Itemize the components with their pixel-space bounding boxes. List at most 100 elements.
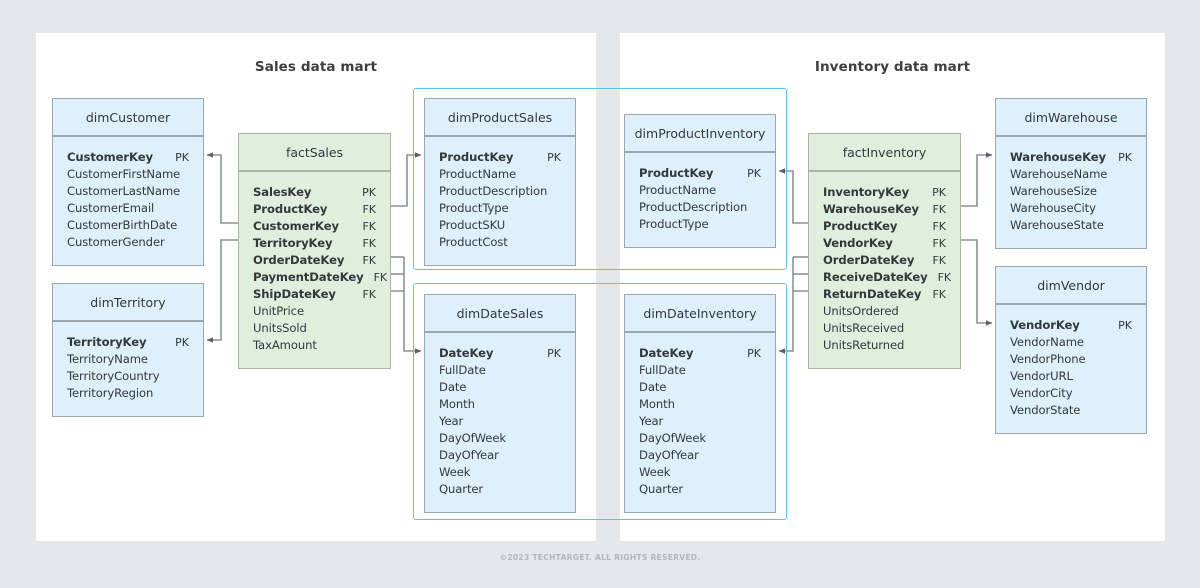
field-key-tag: FK xyxy=(362,254,376,267)
field-name: ReturnDateKey xyxy=(823,287,922,301)
field-key-tag: PK xyxy=(547,347,561,360)
field-name: TerritoryKey xyxy=(253,236,333,250)
table-row: FullDate xyxy=(439,362,561,379)
field-name: OrderDateKey xyxy=(253,253,345,267)
field-name: WarehouseCity xyxy=(1010,201,1096,215)
field-name: ProductType xyxy=(639,217,709,231)
table-row: VendorCity xyxy=(1010,385,1132,402)
table-row: Quarter xyxy=(639,481,761,498)
table-row: Quarter xyxy=(439,481,561,498)
table-title: dimWarehouse xyxy=(996,99,1146,137)
table-row: ProductName xyxy=(639,182,761,199)
table-row: UnitsReceived xyxy=(823,320,946,337)
table-row: CustomerBirthDate xyxy=(67,217,189,234)
field-name: TerritoryRegion xyxy=(67,386,154,400)
field-name: TerritoryCountry xyxy=(67,369,160,383)
field-key-tag: FK xyxy=(932,237,946,250)
field-key-tag: FK xyxy=(932,220,946,233)
table-row: TaxAmount xyxy=(253,337,376,354)
field-name: TerritoryName xyxy=(67,352,148,366)
field-name: FullDate xyxy=(639,363,686,377)
table-row: UnitsReturned xyxy=(823,337,946,354)
table-row: OrderDateKey FK xyxy=(253,252,376,269)
field-key-tag: PK xyxy=(362,186,376,199)
table-row: DayOfYear xyxy=(439,447,561,464)
table-row: VendorURL xyxy=(1010,368,1132,385)
table-row: Month xyxy=(439,396,561,413)
table-row: DayOfYear xyxy=(639,447,761,464)
field-name: VendorCity xyxy=(1010,386,1073,400)
field-name: CustomerBirthDate xyxy=(67,218,178,232)
field-name: Year xyxy=(439,414,464,428)
table-row: Week xyxy=(639,464,761,481)
field-key-tag: FK xyxy=(362,203,376,216)
field-name: CustomerEmail xyxy=(67,201,155,215)
table-title: dimDateSales xyxy=(425,295,575,333)
field-name: DayOfYear xyxy=(439,448,499,462)
field-name: ProductKey xyxy=(639,166,714,180)
field-name: ShipDateKey xyxy=(253,287,336,301)
field-name: Quarter xyxy=(639,482,684,496)
field-key-tag: FK xyxy=(932,254,946,267)
field-name: DateKey xyxy=(639,346,694,360)
table-row: ProductKey PK xyxy=(639,165,761,182)
field-name: ProductName xyxy=(639,183,717,197)
field-name: CustomerFirstName xyxy=(67,167,181,181)
field-name: Year xyxy=(639,414,664,428)
table-row: CustomerEmail xyxy=(67,200,189,217)
table-row: Year xyxy=(439,413,561,430)
table-title: factSales xyxy=(239,134,390,172)
field-name: CustomerGender xyxy=(67,235,165,249)
table-row: WarehouseName xyxy=(1010,166,1132,183)
table-row: Week xyxy=(439,464,561,481)
field-name: Week xyxy=(439,465,471,479)
field-key-tag: PK xyxy=(1118,151,1132,164)
table-row: Year xyxy=(639,413,761,430)
table-row: VendorPhone xyxy=(1010,351,1132,368)
field-key-tag: PK xyxy=(747,167,761,180)
table-row: VendorName xyxy=(1010,334,1132,351)
field-name: OrderDateKey xyxy=(823,253,915,267)
field-name: CustomerKey xyxy=(253,219,339,233)
field-name: Date xyxy=(439,380,467,394)
field-name: Date xyxy=(639,380,667,394)
field-name: WarehouseState xyxy=(1010,218,1104,232)
field-key-tag: FK xyxy=(932,203,946,216)
table-row: UnitPrice xyxy=(253,303,376,320)
sales-mart-title: Sales data mart xyxy=(254,59,378,75)
table-row: OrderDateKey FK xyxy=(823,252,946,269)
field-name: ProductKey xyxy=(439,150,514,164)
field-name: WarehouseSize xyxy=(1010,184,1097,198)
table-row: ProductSKU xyxy=(439,217,561,234)
table-title: dimProductInventory xyxy=(625,115,775,153)
field-name: VendorKey xyxy=(1010,318,1080,332)
field-key-tag: FK xyxy=(373,271,388,284)
field-key-tag: FK xyxy=(362,237,376,250)
field-name: ProductSKU xyxy=(439,218,506,232)
field-name: DayOfYear xyxy=(639,448,699,462)
field-name: Quarter xyxy=(439,482,484,496)
table-row: UnitsSold xyxy=(253,320,376,337)
table-row: CustomerFirstName xyxy=(67,166,189,183)
